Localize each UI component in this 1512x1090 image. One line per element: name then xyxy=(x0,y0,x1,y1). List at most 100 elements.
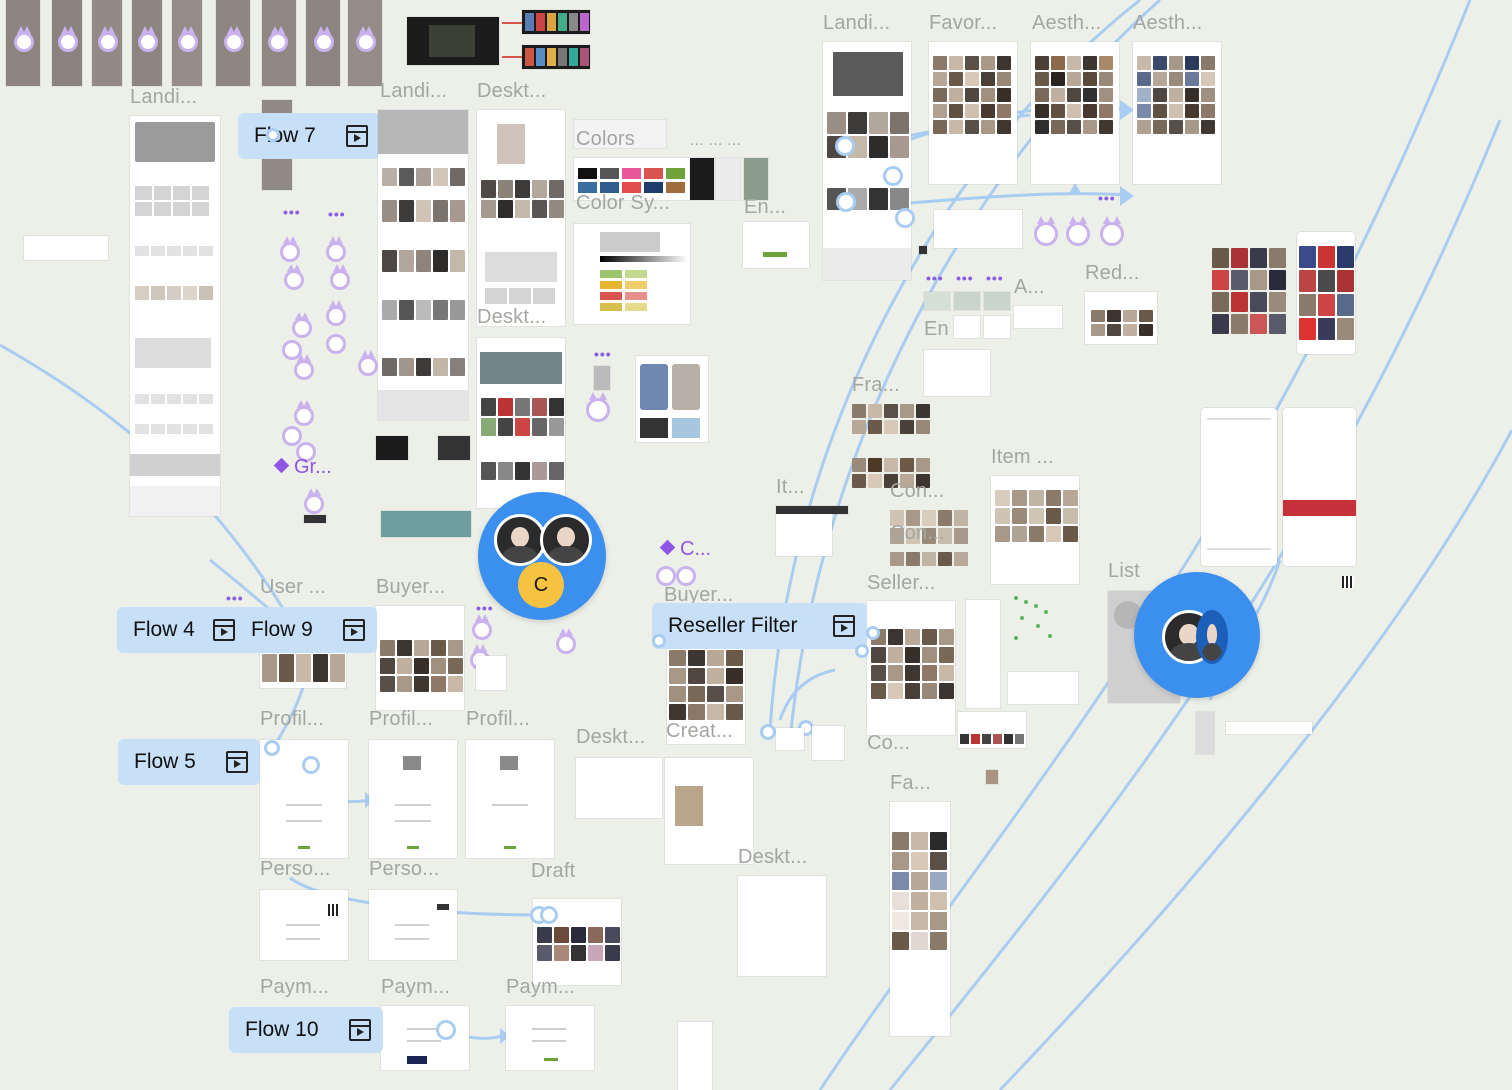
card-frame[interactable] xyxy=(954,292,980,310)
frame-label[interactable]: Profil... xyxy=(260,708,325,730)
frame-label[interactable]: List xyxy=(1108,560,1140,582)
fashion-frame[interactable] xyxy=(890,802,950,1036)
frame-label[interactable]: Co... xyxy=(867,732,911,754)
palette-frame[interactable] xyxy=(744,158,768,200)
payment-frame[interactable] xyxy=(381,1006,469,1070)
color-palette-frame[interactable] xyxy=(574,158,690,200)
item-frame[interactable] xyxy=(776,506,848,514)
hotspot-node[interactable] xyxy=(138,26,158,52)
card-frame[interactable] xyxy=(934,210,1022,248)
small-frame[interactable] xyxy=(1196,712,1214,754)
hotspot-node[interactable] xyxy=(304,488,324,514)
hotspot-node[interactable] xyxy=(224,26,244,52)
note-frame[interactable] xyxy=(598,846,618,864)
frame-label[interactable]: Deskt... xyxy=(738,846,808,868)
more-dots[interactable]: ••• xyxy=(328,206,346,222)
create-frame[interactable] xyxy=(665,758,753,864)
hotspot-node[interactable] xyxy=(356,26,376,52)
flow-9-pill[interactable]: Flow 9 xyxy=(235,607,377,653)
flow-10-pill[interactable]: Flow 10 xyxy=(229,1007,383,1053)
hotspot-node[interactable] xyxy=(294,400,314,426)
draft-frame[interactable] xyxy=(533,899,621,985)
component-label[interactable]: C... xyxy=(659,538,711,561)
palette-frame[interactable] xyxy=(716,158,740,200)
small-frame[interactable] xyxy=(304,515,326,523)
modal-frame[interactable] xyxy=(812,726,844,760)
banner-frame[interactable] xyxy=(407,17,499,65)
frame-label[interactable]: ... ... ... xyxy=(690,132,742,149)
play-icon[interactable] xyxy=(349,1019,371,1041)
frame-label[interactable]: Landi... xyxy=(380,80,448,102)
connector-node[interactable] xyxy=(855,644,869,658)
card-frame[interactable] xyxy=(984,316,1010,338)
connector-node[interactable] xyxy=(264,740,280,756)
hotspot-node[interactable] xyxy=(556,628,576,654)
frame-label[interactable]: Perso... xyxy=(260,858,331,880)
hotspot-node[interactable] xyxy=(314,26,334,52)
user-frame[interactable] xyxy=(260,650,346,688)
hotspot-node[interactable] xyxy=(58,26,78,52)
connector-node[interactable] xyxy=(895,208,915,228)
play-icon[interactable] xyxy=(346,125,368,147)
frame-label[interactable]: Buyer... xyxy=(376,576,446,598)
product-grid[interactable] xyxy=(1212,248,1286,334)
color-system-frame[interactable] xyxy=(574,224,690,324)
connector-node[interactable] xyxy=(436,1020,456,1040)
play-icon[interactable] xyxy=(343,619,365,641)
payment-frame[interactable] xyxy=(506,1006,594,1070)
frame-label[interactable]: Fra... xyxy=(852,374,900,396)
more-dots[interactable]: ••• xyxy=(226,590,244,606)
hotspot-node[interactable] xyxy=(1034,216,1058,246)
hotspot-node[interactable] xyxy=(656,566,676,586)
favorites-frame[interactable] xyxy=(929,42,1017,184)
frame-label[interactable]: Favor... xyxy=(929,12,998,34)
collaborator-cursor[interactable]: C xyxy=(478,492,606,620)
play-icon[interactable] xyxy=(833,615,855,637)
landing-page-frame[interactable] xyxy=(823,42,911,280)
frame-label[interactable]: Profil... xyxy=(369,708,434,730)
small-frame[interactable] xyxy=(24,236,108,260)
banner-frame[interactable] xyxy=(381,511,471,537)
desktop-frame[interactable] xyxy=(477,110,565,326)
product-grid[interactable] xyxy=(890,552,968,566)
connector-node[interactable] xyxy=(836,192,856,212)
more-dots[interactable]: ••• xyxy=(1098,190,1116,206)
card-frame[interactable] xyxy=(924,292,950,310)
dark-palette[interactable] xyxy=(690,158,714,200)
more-dots[interactable]: ••• xyxy=(956,270,974,286)
more-dots[interactable]: ••• xyxy=(476,600,494,616)
hotspot-node[interactable] xyxy=(268,26,288,52)
hotspot-node[interactable] xyxy=(676,566,696,586)
frame-label[interactable]: Draft xyxy=(531,860,576,882)
desktop-frame[interactable] xyxy=(576,758,662,818)
more-dots[interactable]: ••• xyxy=(926,270,944,286)
modal-frame[interactable] xyxy=(476,656,506,690)
hotspot-node[interactable] xyxy=(98,26,118,52)
frame-label[interactable]: Profil... xyxy=(466,708,531,730)
hotspot-node[interactable] xyxy=(14,26,34,52)
product-grid[interactable] xyxy=(852,458,930,488)
card-frame[interactable] xyxy=(954,316,980,338)
hotspot-node[interactable] xyxy=(292,312,312,338)
modal-frame[interactable] xyxy=(1008,672,1078,704)
frame-label[interactable]: Con... xyxy=(890,522,945,544)
hotspot-node[interactable] xyxy=(296,442,316,462)
hotspot-node[interactable] xyxy=(294,354,314,380)
personal-frame[interactable] xyxy=(260,890,348,960)
frame-label[interactable]: Aesth... xyxy=(1032,12,1102,34)
flow-4-pill[interactable]: Flow 4 xyxy=(117,607,247,653)
hotspot-node[interactable] xyxy=(1066,216,1090,246)
more-dots[interactable]: ••• xyxy=(283,204,301,220)
small-frame[interactable] xyxy=(678,1022,712,1090)
flow-5-pill[interactable]: Flow 5 xyxy=(118,739,260,785)
hotspot-node[interactable] xyxy=(326,300,346,326)
settings-mobile-frame[interactable] xyxy=(1283,408,1356,566)
connector-node[interactable] xyxy=(302,756,320,774)
hotspot-node[interactable] xyxy=(586,392,610,422)
small-frame[interactable] xyxy=(776,728,804,750)
reseller-filter-pill[interactable]: Reseller Filter xyxy=(652,603,867,649)
frame-label[interactable]: Deskt... xyxy=(477,80,547,102)
more-dots[interactable]: ••• xyxy=(594,346,612,362)
frame-label[interactable]: User ... xyxy=(260,576,327,598)
profile-frame[interactable] xyxy=(466,740,554,858)
